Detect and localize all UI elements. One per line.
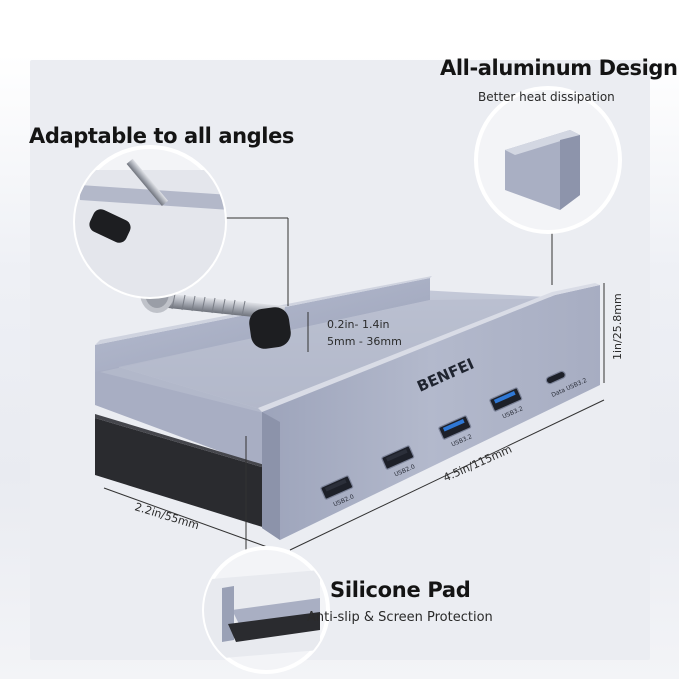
aluminum-subtitle: Better heat dissipation	[478, 90, 615, 104]
usb-port-4: USB3.2	[489, 387, 524, 421]
usb-port-tongue	[493, 390, 516, 404]
usb-port-tongue	[385, 448, 408, 462]
height-dimension: 1in/25.8mm	[611, 293, 624, 360]
angles-title: Adaptable to all angles	[29, 124, 295, 148]
clamp-range-mm: 5mm - 36mm	[327, 335, 402, 348]
silicone-subtitle: Anti-slip & Screen Protection	[307, 610, 493, 625]
silicone-title: Silicone Pad	[330, 578, 471, 602]
clamp-detail-callout	[75, 158, 225, 297]
usb-port-tongue	[324, 478, 347, 492]
usb-port-tongue	[442, 418, 465, 432]
silicone-detail-callout	[204, 570, 320, 660]
clamp-range-inches: 0.2in- 1.4in	[327, 318, 390, 331]
aluminum-detail-callout	[505, 130, 580, 210]
silicone-pad	[95, 418, 272, 530]
hub-back-plate	[95, 360, 270, 470]
aluminum-title: All-aluminum Design	[440, 56, 678, 80]
